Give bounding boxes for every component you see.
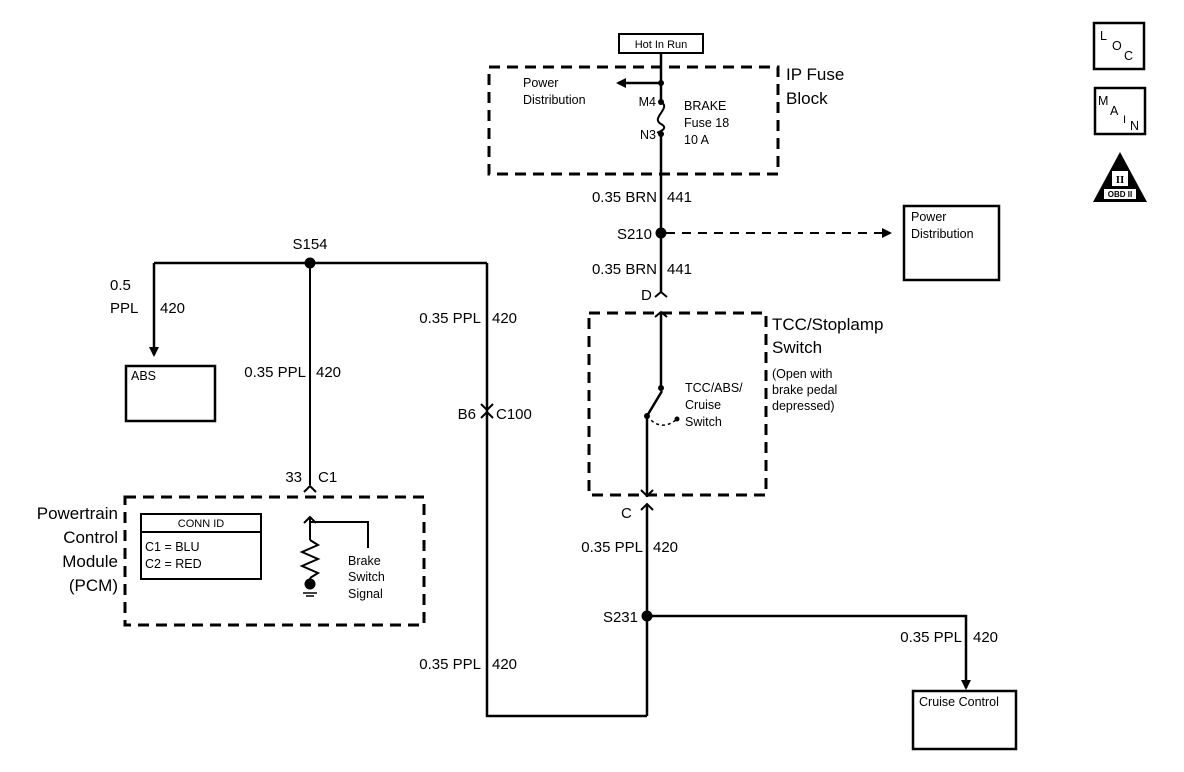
wire-right-bottom-gauge: 0.35 PPL: [419, 656, 481, 673]
svg-text:TCC/ABS/: TCC/ABS/: [685, 381, 743, 395]
svg-text:PPL: PPL: [110, 300, 138, 317]
svg-text:TCC/Stoplamp: TCC/Stoplamp: [772, 315, 883, 334]
wire-ppl-c-circuit: 420: [653, 539, 678, 556]
tcc-stoplamp-switch-box: [587, 311, 768, 497]
wire-pcm-gauge: 0.35 PPL: [244, 364, 306, 381]
svg-text:M: M: [1098, 94, 1108, 108]
wire-brn-top-gauge: 0.35 BRN: [592, 189, 657, 206]
svg-text:C: C: [1124, 49, 1133, 63]
power-dist-external-box: Power Distribution: [902, 204, 1001, 282]
svg-text:420: 420: [160, 300, 185, 317]
svg-text:10 A: 10 A: [684, 133, 710, 147]
svg-text:Signal: Signal: [348, 587, 383, 601]
svg-text:Switch: Switch: [772, 338, 822, 357]
svg-text:Distribution: Distribution: [523, 93, 586, 107]
wire-ppl-cruise-circuit: 420: [973, 629, 998, 646]
connector-c100-icon: [480, 403, 494, 419]
svg-text:Powertrain: Powertrain: [37, 504, 118, 523]
ppl-420-return-wire: [485, 263, 647, 718]
brake-switch-signal-label: Brake Switch Signal: [348, 554, 385, 601]
svg-text:IP Fuse: IP Fuse: [786, 65, 844, 84]
connector-d-label: D: [641, 287, 652, 304]
wire-abs-label: 0.5 PPL 420: [110, 277, 185, 317]
wire-brn-bottom-gauge: 0.35 BRN: [592, 261, 657, 278]
svg-text:Cruise Control: Cruise Control: [919, 695, 999, 709]
svg-text:Control: Control: [63, 528, 118, 547]
ppl-420-wire-cruise: [647, 614, 971, 690]
svg-text:BRAKE: BRAKE: [684, 99, 726, 113]
svg-text:Hot In Run: Hot In Run: [635, 39, 688, 51]
svg-text:Distribution: Distribution: [911, 227, 974, 241]
svg-text:Switch: Switch: [685, 415, 722, 429]
pcm-resistor-icon: [299, 515, 369, 597]
fuse-m4-label: M4: [639, 95, 656, 109]
fuse-n3-label: N3: [640, 128, 656, 142]
svg-text:C1 = BLU: C1 = BLU: [145, 540, 200, 554]
svg-text:brake pedal: brake pedal: [772, 383, 837, 397]
tcc-abs-cruise-switch-icon: [644, 390, 680, 426]
wire-right-top-gauge: 0.35 PPL: [419, 310, 481, 327]
connector-c-label: C: [621, 505, 632, 522]
svg-text:Block: Block: [786, 89, 828, 108]
inner-switch-label: TCC/ABS/ Cruise Switch: [685, 381, 743, 429]
hot-in-run-label: Hot In Run: [618, 33, 704, 54]
svg-text:Cruise: Cruise: [685, 398, 721, 412]
svg-text:O: O: [1112, 39, 1122, 53]
conn-id-table: CONN ID C1 = BLU C2 = RED: [140, 513, 262, 580]
splice-s210-label: S210: [617, 226, 652, 243]
wire-ppl-cruise-gauge: 0.35 PPL: [900, 629, 962, 646]
svg-text:Switch: Switch: [348, 570, 385, 584]
svg-text:ABS: ABS: [131, 369, 156, 383]
main-icon: M A I N: [1093, 86, 1147, 136]
svg-text:Brake: Brake: [348, 554, 381, 568]
loc-icon: L O C: [1092, 21, 1146, 71]
svg-text:A: A: [1110, 104, 1119, 118]
svg-text:Module: Module: [62, 552, 118, 571]
c100-pin-label: B6: [458, 406, 476, 423]
wire-brn-bottom-circuit: 441: [667, 261, 692, 278]
fuse-label: BRAKE Fuse 18 10 A: [684, 99, 729, 147]
svg-text:OBD II: OBD II: [1108, 190, 1132, 199]
abs-box: ABS: [124, 364, 217, 423]
c1-pin-label: 33: [285, 469, 302, 486]
wire-brn-top-circuit: 441: [667, 189, 692, 206]
pcm-label: Powertrain Control Module (PCM): [37, 504, 118, 595]
svg-text:L: L: [1100, 29, 1107, 43]
svg-text:Power: Power: [911, 210, 946, 224]
svg-text:(Open with: (Open with: [772, 367, 832, 381]
svg-text:II: II: [1116, 174, 1125, 186]
svg-text:(PCM): (PCM): [69, 576, 118, 595]
svg-text:CONN ID: CONN ID: [178, 518, 225, 530]
splice-s231-label: S231: [603, 609, 638, 626]
obd-ii-icon: II OBD II: [1093, 152, 1147, 202]
fuse-18-icon: [656, 99, 666, 137]
wire-ppl-c-gauge: 0.35 PPL: [581, 539, 643, 556]
svg-text:0.5: 0.5: [110, 277, 131, 294]
power-dist-internal-label: Power Distribution: [523, 76, 586, 107]
ip-fuse-block: IP Fuse Block: [487, 65, 844, 176]
splice-s154-label: S154: [292, 236, 327, 253]
wire-right-bottom-circuit: 420: [492, 656, 517, 673]
splice-s210: [655, 227, 667, 239]
pcm-box: [123, 495, 426, 627]
tcc-stoplamp-switch-label: TCC/Stoplamp Switch (Open with brake ped…: [772, 315, 883, 413]
svg-text:Power: Power: [523, 76, 558, 90]
connector-c1-icon: [303, 484, 317, 493]
c100-connector-label: C100: [496, 406, 532, 423]
svg-text:N: N: [1130, 119, 1139, 133]
svg-text:C2 = RED: C2 = RED: [145, 557, 202, 571]
wire-pcm-circuit: 420: [316, 364, 341, 381]
svg-text:Fuse 18: Fuse 18: [684, 116, 729, 130]
wire-right-top-circuit: 420: [492, 310, 517, 327]
svg-text:depressed): depressed): [772, 399, 835, 413]
c1-connector-label: C1: [318, 469, 337, 486]
svg-text:I: I: [1123, 114, 1126, 126]
cruise-control-box: Cruise Control: [911, 689, 1018, 751]
